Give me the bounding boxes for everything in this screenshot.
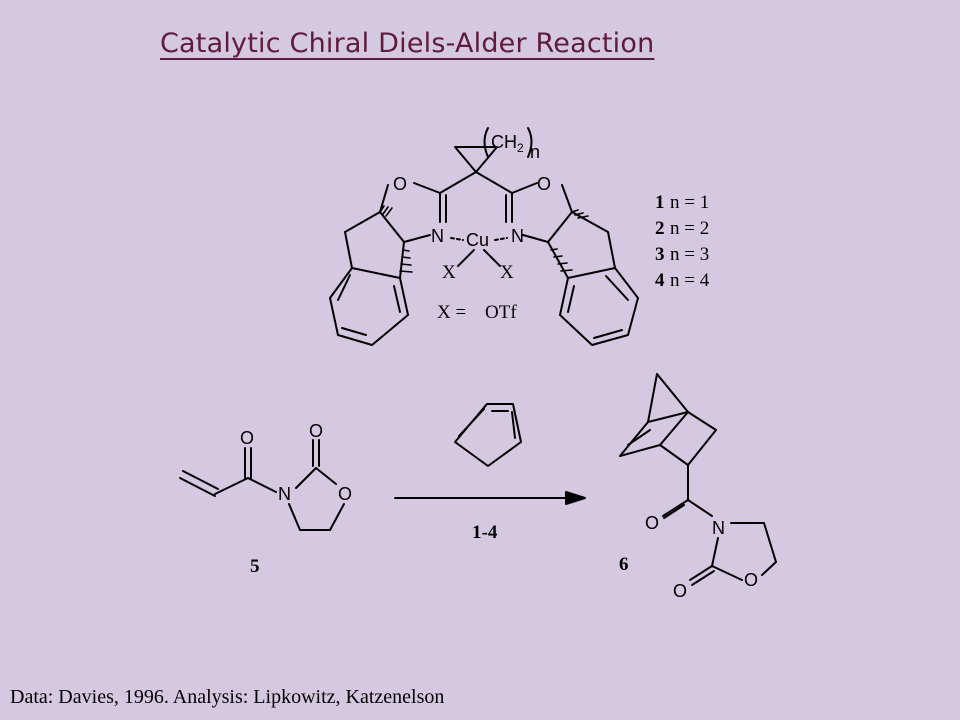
ch2-label: CH2 xyxy=(491,132,524,155)
catalyst-4-number: 4 xyxy=(655,270,665,291)
catalyst-3-number: 3 xyxy=(655,244,665,265)
x-definition-value: OTf xyxy=(485,302,517,323)
product-label: 6 xyxy=(619,554,629,575)
product-n: N xyxy=(712,518,725,538)
footer-credit: Data: Davies, 1996. Analysis: Lipkowitz,… xyxy=(10,686,445,708)
substrate-label: 5 xyxy=(250,556,260,577)
catalyst-4-text: n = 4 xyxy=(670,270,710,291)
box-product-6: O N O O xyxy=(619,373,777,601)
product-carbonyl-o: O xyxy=(645,513,659,533)
catalyst-2-text: n = 2 xyxy=(670,218,709,239)
hashed-bond-left xyxy=(379,205,393,217)
substrate-ring-carbonyl-o: O xyxy=(309,421,323,441)
catalyst-2-number: 2 xyxy=(655,218,665,239)
right-oxazoline-n: N xyxy=(511,226,524,246)
hashed-bond-left-2 xyxy=(399,249,413,273)
box-ligand-structure: CH2 n O N xyxy=(329,127,639,346)
x-definition-label: X = xyxy=(437,302,466,323)
substrate-n: N xyxy=(278,484,291,504)
catalyst-1-number: 1 xyxy=(655,192,665,213)
catalyst-list: 1 n = 1 2 n = 2 3 n = 3 4 n = 4 xyxy=(655,192,710,291)
right-oxazoline-o: O xyxy=(537,174,551,194)
left-oxazoline-n: N xyxy=(431,226,444,246)
product-ring-o: O xyxy=(744,570,758,590)
n-subscript: n xyxy=(530,142,540,162)
product-ring-carbonyl-o: O xyxy=(673,581,687,601)
catalyst-3-text: n = 3 xyxy=(670,244,709,265)
catalyst-1-text: n = 1 xyxy=(670,192,709,213)
slide-title: Catalytic Chiral Diels-Alder Reaction xyxy=(160,28,655,59)
left-oxazoline-o: O xyxy=(393,174,407,194)
arrow-label: 1-4 xyxy=(472,522,498,543)
x-ligand-left: X xyxy=(442,262,456,283)
paren-left xyxy=(483,127,489,158)
hashed-bond-right xyxy=(571,209,589,219)
substrate-carbonyl-o: O xyxy=(240,428,254,448)
x-ligand-right: X xyxy=(500,262,514,283)
paren-right xyxy=(527,127,533,158)
copper-label: Cu xyxy=(466,230,489,250)
reaction-arrow xyxy=(394,491,586,505)
substrate-ring-o: O xyxy=(338,484,352,504)
hashed-bond-right-2 xyxy=(550,248,573,272)
box-cyclopentadiene xyxy=(454,403,522,467)
box-substrate-5: O N O O xyxy=(179,421,352,531)
